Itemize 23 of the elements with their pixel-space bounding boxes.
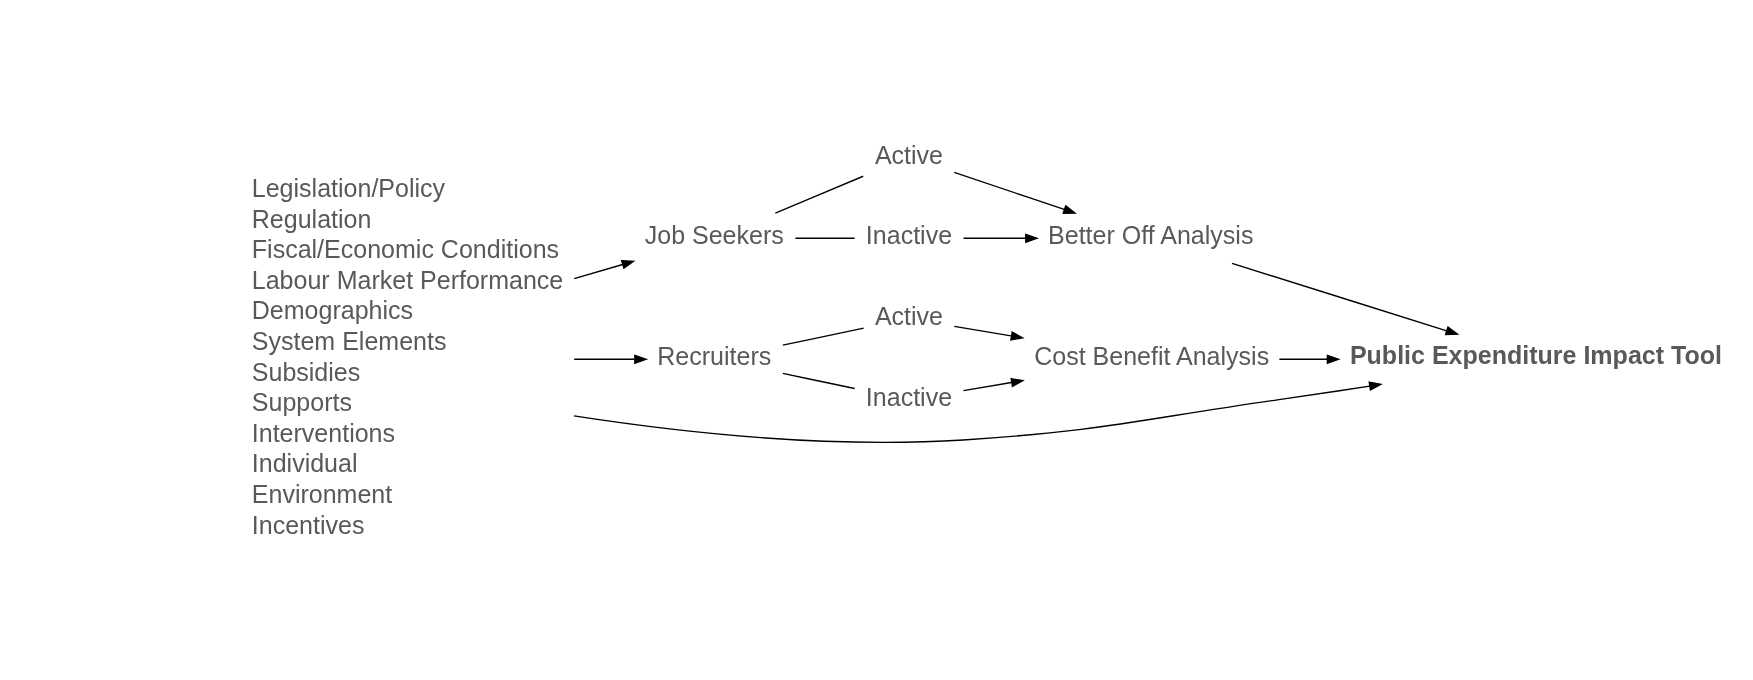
- arrow: [572, 259, 635, 279]
- arrow: [962, 232, 1039, 243]
- node-text: Public Expenditure Impact Tool: [1349, 340, 1722, 369]
- connector: [774, 175, 864, 214]
- arrow: [953, 171, 1077, 214]
- arrow: [1278, 353, 1341, 364]
- arrow: [572, 380, 1383, 443]
- connector: [781, 372, 855, 389]
- node-text: Cost Benefit Analysis: [1033, 341, 1269, 370]
- node-text: Active: [874, 301, 943, 330]
- connector: [794, 237, 855, 239]
- node-text: Recruiters: [656, 341, 771, 370]
- node-text: Job Seekers: [644, 220, 784, 249]
- arrow: [953, 325, 1025, 341]
- node-text: Legislation/Policy Regulation Fiscal/Economic Conditions Labour Market Performance Demographics System Elements Subsidies Supports Interventions Individual Environment Incentives: [251, 173, 563, 539]
- arrow: [962, 377, 1025, 391]
- arrow: [1230, 262, 1459, 335]
- arrow: [572, 353, 648, 364]
- node-text: Active: [874, 140, 943, 169]
- node-text: Inactive: [865, 382, 952, 411]
- node-text: Inactive: [865, 220, 952, 249]
- connector: [781, 327, 864, 346]
- node-text: Better Off Analysis: [1047, 220, 1253, 249]
